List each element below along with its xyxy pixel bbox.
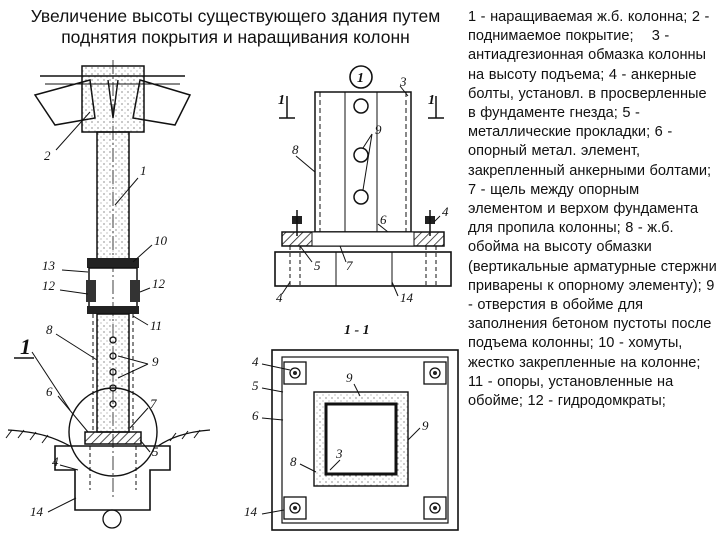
slide-title: Увеличение высоты существующего здания п… bbox=[30, 6, 441, 47]
foundation-left bbox=[54, 445, 171, 511]
detail-marker-text: 1 bbox=[357, 71, 364, 86]
label-12a: 12 bbox=[42, 278, 56, 293]
label-13: 13 bbox=[42, 258, 56, 273]
label-3: 3 bbox=[335, 446, 343, 461]
label-8: 8 bbox=[46, 322, 53, 337]
label-3: 3 bbox=[399, 74, 407, 89]
label-14: 14 bbox=[400, 290, 414, 305]
plan-section: 1 - 1 4 5 6 bbox=[244, 323, 459, 531]
label-7: 7 bbox=[150, 396, 157, 411]
legend-text: 1 - наращиваемая ж.б. колонна; 2 - подни… bbox=[468, 9, 717, 410]
label-2: 2 bbox=[44, 148, 51, 163]
label-7: 7 bbox=[346, 258, 353, 273]
label-5: 5 bbox=[252, 378, 259, 393]
label-11: 11 bbox=[150, 318, 162, 333]
label-5: 5 bbox=[152, 444, 159, 459]
anchor-bolts-plan bbox=[283, 361, 447, 520]
label-14: 14 bbox=[244, 504, 258, 519]
label-6: 6 bbox=[380, 212, 387, 227]
label-5: 5 bbox=[314, 258, 321, 273]
label-4: 4 bbox=[52, 454, 59, 469]
label-1: 1 bbox=[140, 163, 147, 178]
label-12b: 12 bbox=[152, 276, 166, 291]
foundation-detail bbox=[274, 251, 452, 287]
label-6: 6 bbox=[46, 384, 53, 399]
section-arrow-right: 1 bbox=[428, 93, 435, 108]
label-8: 8 bbox=[290, 454, 297, 469]
detail-elevation: 1 1 1 bbox=[274, 65, 452, 305]
section-arrow-left: 1 bbox=[278, 93, 285, 108]
label-6: 6 bbox=[252, 408, 259, 423]
label-14: 14 bbox=[30, 504, 44, 519]
label-4b: 4 bbox=[276, 290, 283, 305]
label-4: 4 bbox=[442, 204, 449, 219]
label-9a: 9 bbox=[346, 370, 353, 385]
label-10: 10 bbox=[154, 233, 168, 248]
label-9: 9 bbox=[152, 354, 159, 369]
technical-drawing: 1 2 10 13 12 12 11 8 9 6 7 5 4 14 1 1 1 bbox=[5, 60, 459, 531]
section-label: 1 - 1 bbox=[344, 323, 370, 338]
label-9b: 9 bbox=[422, 418, 429, 433]
label-4: 4 bbox=[252, 354, 259, 369]
column-lower bbox=[96, 313, 130, 433]
label-8: 8 bbox=[292, 142, 299, 157]
raised-roof bbox=[33, 65, 192, 133]
jack-assembly bbox=[86, 258, 140, 314]
detail-circle-marker bbox=[349, 65, 373, 89]
label-9: 9 bbox=[375, 122, 382, 137]
column-elevation: 1 2 10 13 12 12 11 8 9 6 7 5 4 14 1 bbox=[5, 60, 211, 529]
detail-marker-1: 1 bbox=[20, 334, 31, 359]
detail-circle bbox=[68, 387, 158, 477]
